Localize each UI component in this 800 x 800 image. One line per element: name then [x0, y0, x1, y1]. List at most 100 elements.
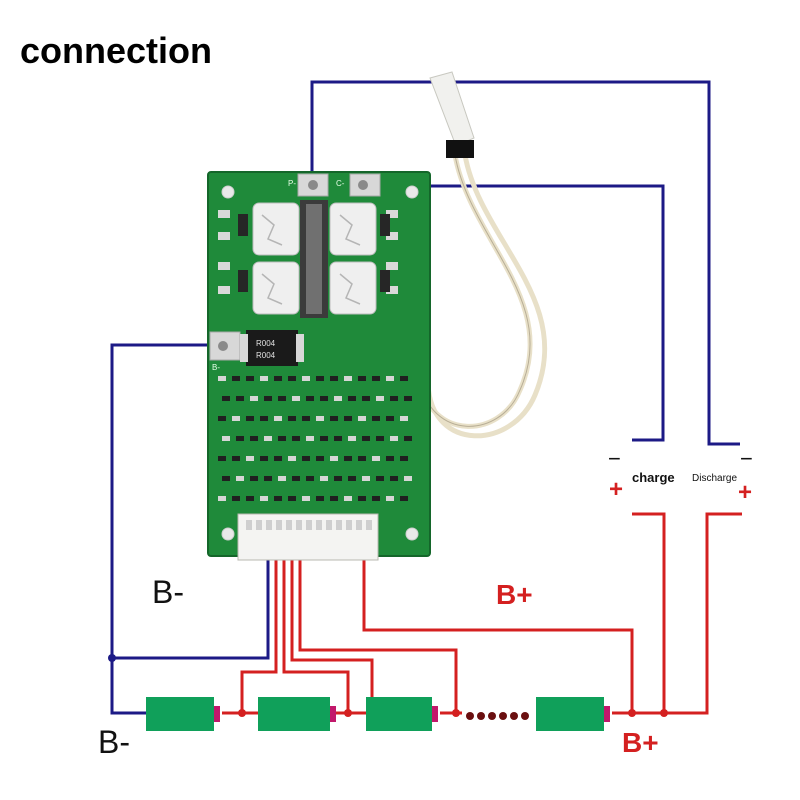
- smd-component: [260, 456, 268, 461]
- smd-component: [344, 496, 352, 501]
- smd-component: [288, 376, 296, 381]
- pad-c-minus: C-: [336, 173, 381, 197]
- smd-component: [358, 376, 366, 381]
- smd-component: [348, 436, 356, 441]
- smd-component: [404, 476, 412, 481]
- mosfet-heatsinks: [252, 200, 377, 318]
- smd-component: [386, 416, 394, 421]
- smd-component: [344, 416, 352, 421]
- balance-connector: [237, 513, 379, 561]
- smd-component: [362, 436, 370, 441]
- balance-wire-2: [282, 560, 350, 713]
- smd-component: [334, 396, 342, 401]
- pad-p-minus-label: P-: [288, 179, 296, 188]
- smd-component: [274, 496, 282, 501]
- smd-component: [246, 456, 254, 461]
- smd-component: [274, 376, 282, 381]
- smd-component: [302, 456, 310, 461]
- shunt-code-2: R004: [256, 351, 276, 360]
- b-plus-label-bottom: B+: [622, 727, 659, 758]
- smd-component: [292, 396, 300, 401]
- smd-component: [232, 416, 240, 421]
- pad-b-minus: B-: [209, 331, 241, 372]
- charge-label: charge: [632, 470, 675, 485]
- temperature-sensor-icon: [429, 71, 475, 158]
- smd-component: [400, 456, 408, 461]
- balance-bminus-wire: [112, 560, 270, 660]
- smd-component: [264, 436, 272, 441]
- discharge-label: Discharge: [692, 473, 737, 484]
- shunt-resistor: R004 R004: [240, 330, 304, 366]
- smd-component: [404, 396, 412, 401]
- battery-cells: [146, 697, 610, 731]
- connector-pin: [366, 520, 372, 530]
- b-minus-junction: [108, 654, 116, 662]
- smd-component: [390, 476, 398, 481]
- smd-component: [232, 456, 240, 461]
- bms-board: P- C- B-: [207, 171, 431, 561]
- smd-component: [358, 456, 366, 461]
- connector-pin: [356, 520, 362, 530]
- charge-plus-wire: [632, 512, 666, 713]
- smd-component: [236, 436, 244, 441]
- smd-component: [372, 416, 380, 421]
- b-minus-wire: [110, 343, 222, 715]
- smd-component: [330, 456, 338, 461]
- navy-wires: [110, 80, 740, 715]
- pad-c-minus-label: C-: [336, 179, 345, 188]
- smd-component: [232, 376, 240, 381]
- smd-component: [260, 416, 268, 421]
- smd-component: [348, 396, 356, 401]
- smd-component: [250, 476, 258, 481]
- b-minus-label-top: B-: [152, 574, 184, 610]
- smd-component: [358, 496, 366, 501]
- connector-pin: [286, 520, 292, 530]
- connector-pin: [276, 520, 282, 530]
- smd-component: [320, 476, 328, 481]
- battery-cell: [146, 697, 220, 731]
- smd-component: [316, 416, 324, 421]
- smd-component: [334, 476, 342, 481]
- pad-p-minus: P-: [288, 173, 329, 197]
- charge-plus-sign: +: [609, 476, 623, 503]
- smd-component: [362, 396, 370, 401]
- smd-component: [348, 476, 356, 481]
- smd-component: [400, 416, 408, 421]
- smd-component: [288, 416, 296, 421]
- smd-component: [390, 436, 398, 441]
- smd-component: [274, 416, 282, 421]
- smd-component: [218, 456, 226, 461]
- smd-component: [278, 476, 286, 481]
- red-junctions: [238, 709, 668, 717]
- smd-component: [222, 476, 230, 481]
- connector-pin: [336, 520, 342, 530]
- balance-wire-1: [240, 560, 278, 713]
- smd-component: [344, 376, 352, 381]
- sensor-cable: [417, 154, 548, 439]
- b-plus-wire: [362, 560, 634, 713]
- smd-component: [320, 396, 328, 401]
- pad-b-minus-label: B-: [212, 363, 220, 372]
- smd-component: [302, 376, 310, 381]
- smd-component: [316, 456, 324, 461]
- smd-component: [316, 376, 324, 381]
- smd-component: [260, 376, 268, 381]
- smd-component: [236, 396, 244, 401]
- connector-pin: [316, 520, 322, 530]
- smd-component: [320, 436, 328, 441]
- smd-component: [246, 416, 254, 421]
- smd-component: [306, 436, 314, 441]
- smd-component: [404, 436, 412, 441]
- smd-component: [334, 436, 342, 441]
- connector-pin: [246, 520, 252, 530]
- smd-component: [376, 476, 384, 481]
- smd-component: [288, 456, 296, 461]
- smd-component: [278, 396, 286, 401]
- smd-component: [302, 496, 310, 501]
- smd-component: [250, 436, 258, 441]
- smd-component: [246, 496, 254, 501]
- smd-component: [386, 376, 394, 381]
- connector-pin: [256, 520, 262, 530]
- smd-component: [232, 496, 240, 501]
- smd-component: [218, 376, 226, 381]
